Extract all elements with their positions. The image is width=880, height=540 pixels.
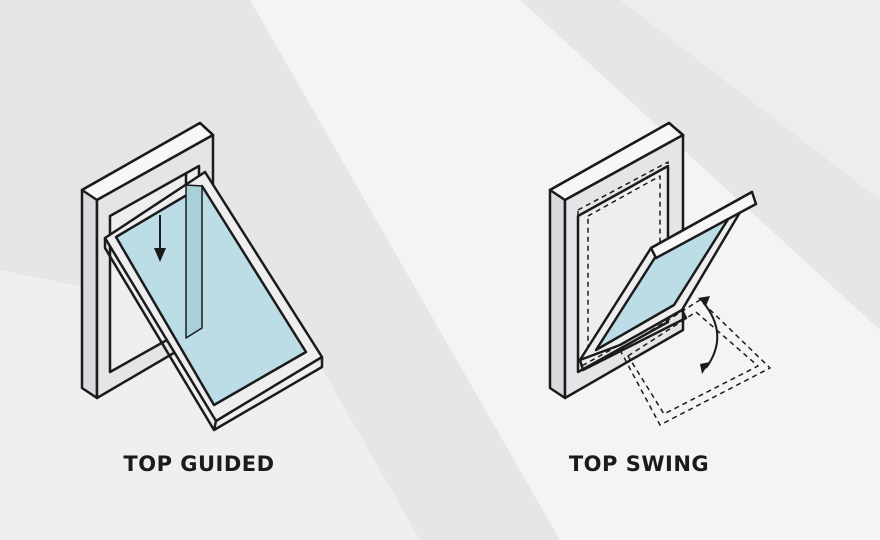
down-arrow-icon xyxy=(154,215,166,262)
sash-glass xyxy=(114,184,308,407)
open-position-outline xyxy=(619,299,771,426)
glass-depth xyxy=(185,184,203,339)
curved-double-arrow-icon xyxy=(698,296,719,374)
sash-edge xyxy=(103,238,218,432)
sash-edge-bottom xyxy=(213,357,324,432)
sash-edge xyxy=(578,309,688,372)
top-guided-label: TOP GUIDED xyxy=(123,452,275,476)
top-guided-window xyxy=(80,121,324,432)
top-swing-label: TOP SWING xyxy=(568,452,710,476)
top-swing-window xyxy=(548,121,771,426)
sash-top-face xyxy=(649,190,758,260)
